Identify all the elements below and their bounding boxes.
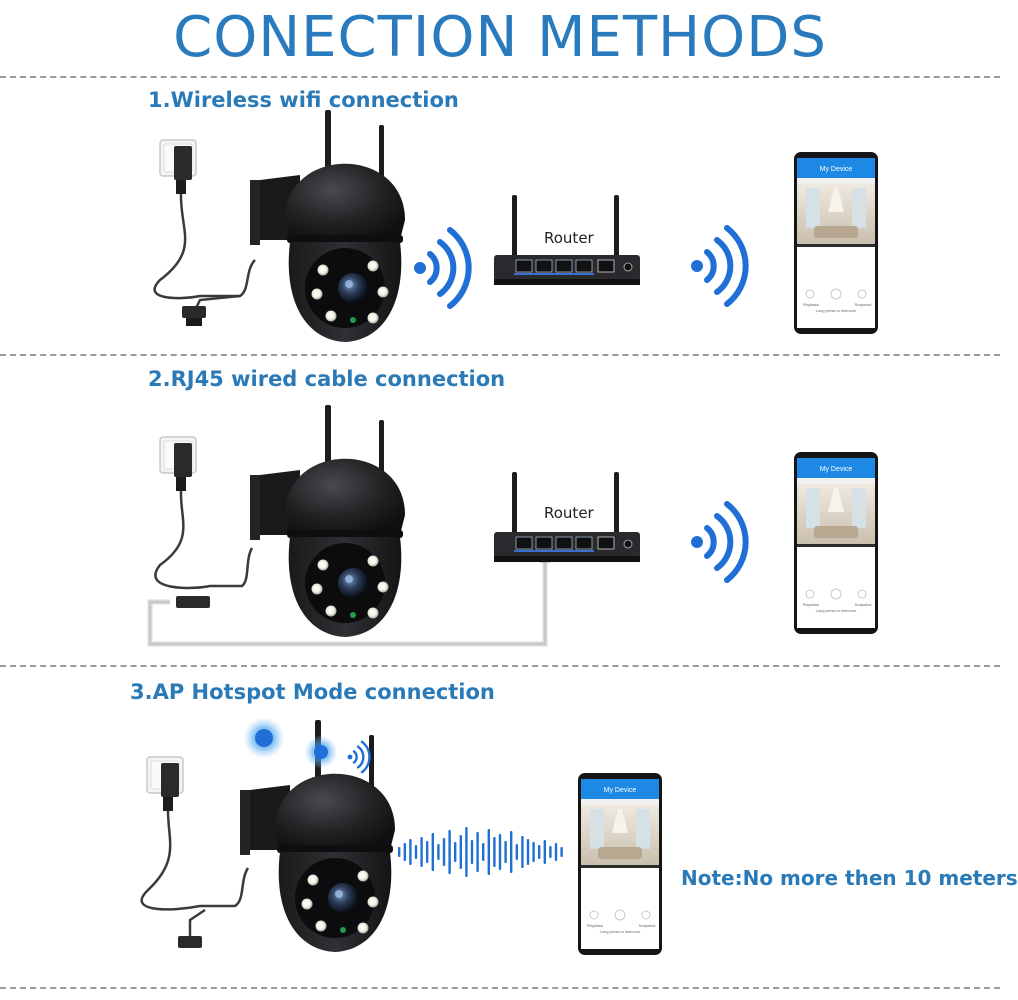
- sound-wave-bar: [459, 835, 462, 869]
- svg-text:Long press to intercom: Long press to intercom: [600, 929, 641, 934]
- sound-wave-bar: [426, 841, 429, 863]
- divider-bottom: [0, 987, 1000, 989]
- sound-wave-bar: [398, 847, 401, 857]
- sound-wave-bar: [420, 837, 423, 867]
- svg-text:Playback: Playback: [587, 923, 603, 928]
- wall-socket-3: [146, 756, 184, 812]
- section-3-diagram: [140, 718, 663, 956]
- router-label-1: Router: [544, 229, 594, 247]
- section-2-diagram: [147, 405, 879, 647]
- sound-wave-bar: [409, 839, 412, 865]
- sound-wave-bar: [442, 838, 446, 866]
- wall-socket-1: [159, 139, 197, 195]
- divider-section-1-2: [0, 354, 1000, 356]
- sound-wave-bar: [532, 842, 535, 862]
- rj45-connector-3: [178, 936, 202, 948]
- svg-text:Snapshot: Snapshot: [639, 923, 657, 928]
- phone-2-texts: My Device Playback Snapshot Long press t…: [803, 466, 872, 613]
- phone-3-texts: My Device Playback Snapshot Long press t…: [587, 787, 656, 934]
- sound-wave: [398, 827, 563, 877]
- sound-wave-bar: [526, 839, 530, 865]
- ip-camera-1: [250, 110, 405, 342]
- sound-wave-bar: [554, 843, 558, 861]
- svg-text:Snapshot: Snapshot: [855, 302, 873, 307]
- sound-wave-bar: [487, 829, 490, 875]
- rj45-connector-1: [182, 306, 206, 318]
- power-cable-3: [140, 810, 250, 911]
- sound-wave-bar: [403, 843, 406, 861]
- page-title: CONECTION METHODS: [173, 5, 827, 70]
- sound-wave-bar: [515, 844, 518, 860]
- ip-camera-2: [250, 405, 405, 637]
- router-2: [493, 471, 641, 563]
- phone-2-header: My Device: [820, 466, 853, 473]
- sound-wave-bar: [498, 834, 502, 870]
- sound-wave-bar: [543, 840, 546, 864]
- wifi-signal-2: [691, 228, 746, 304]
- sound-wave-bar: [560, 847, 563, 857]
- sound-wave-bar: [448, 830, 451, 874]
- wifi-signal-1: [414, 230, 469, 306]
- hotspot-wifi-icon: [346, 740, 371, 774]
- phone-3-header: My Device: [604, 787, 637, 794]
- svg-text:Playback: Playback: [803, 302, 819, 307]
- sound-wave-bar: [437, 844, 440, 860]
- power-cable-1: [153, 193, 256, 300]
- wifi-signal-3: [691, 504, 746, 580]
- svg-text:Long press to intercom: Long press to intercom: [816, 608, 857, 613]
- svg-text:Long press to intercom: Long press to intercom: [816, 308, 857, 313]
- phone-1-texts: My Device Playback Snapshot Long press t…: [803, 166, 872, 313]
- section-1-diagram: [153, 110, 879, 342]
- sound-wave-bar: [538, 845, 541, 859]
- router-label-2: Router: [544, 504, 594, 522]
- divider-top: [0, 76, 1000, 78]
- svg-text:Playback: Playback: [803, 602, 819, 607]
- svg-text:Snapshot: Snapshot: [855, 602, 873, 607]
- distance-note: Note:No more then 10 meters: [681, 866, 1018, 890]
- power-cable-2: [154, 490, 254, 590]
- router-1: [493, 194, 641, 286]
- sound-wave-bar: [454, 842, 457, 862]
- sound-wave-bar: [476, 832, 479, 872]
- divider-section-2-3: [0, 665, 1000, 667]
- wall-socket-2: [159, 436, 197, 492]
- rj45-connector-2: [176, 596, 210, 608]
- sound-wave-bar: [465, 827, 468, 877]
- sound-wave-bar: [504, 841, 507, 863]
- sound-wave-bar: [549, 846, 552, 858]
- phone-1-header: My Device: [820, 166, 853, 173]
- sound-wave-bar: [414, 845, 418, 859]
- sound-wave-bar: [431, 833, 434, 871]
- section-3-heading: 3.AP Hotspot Mode connection: [130, 680, 495, 704]
- sound-wave-bar: [470, 840, 474, 864]
- section-2-heading: 2.RJ45 wired cable connection: [148, 367, 506, 391]
- sound-wave-bar: [510, 831, 513, 873]
- sound-wave-bar: [493, 837, 496, 867]
- sound-wave-bar: [521, 836, 524, 868]
- section-1-heading: 1.Wireless wifi connection: [148, 88, 459, 112]
- sound-wave-bar: [482, 843, 485, 861]
